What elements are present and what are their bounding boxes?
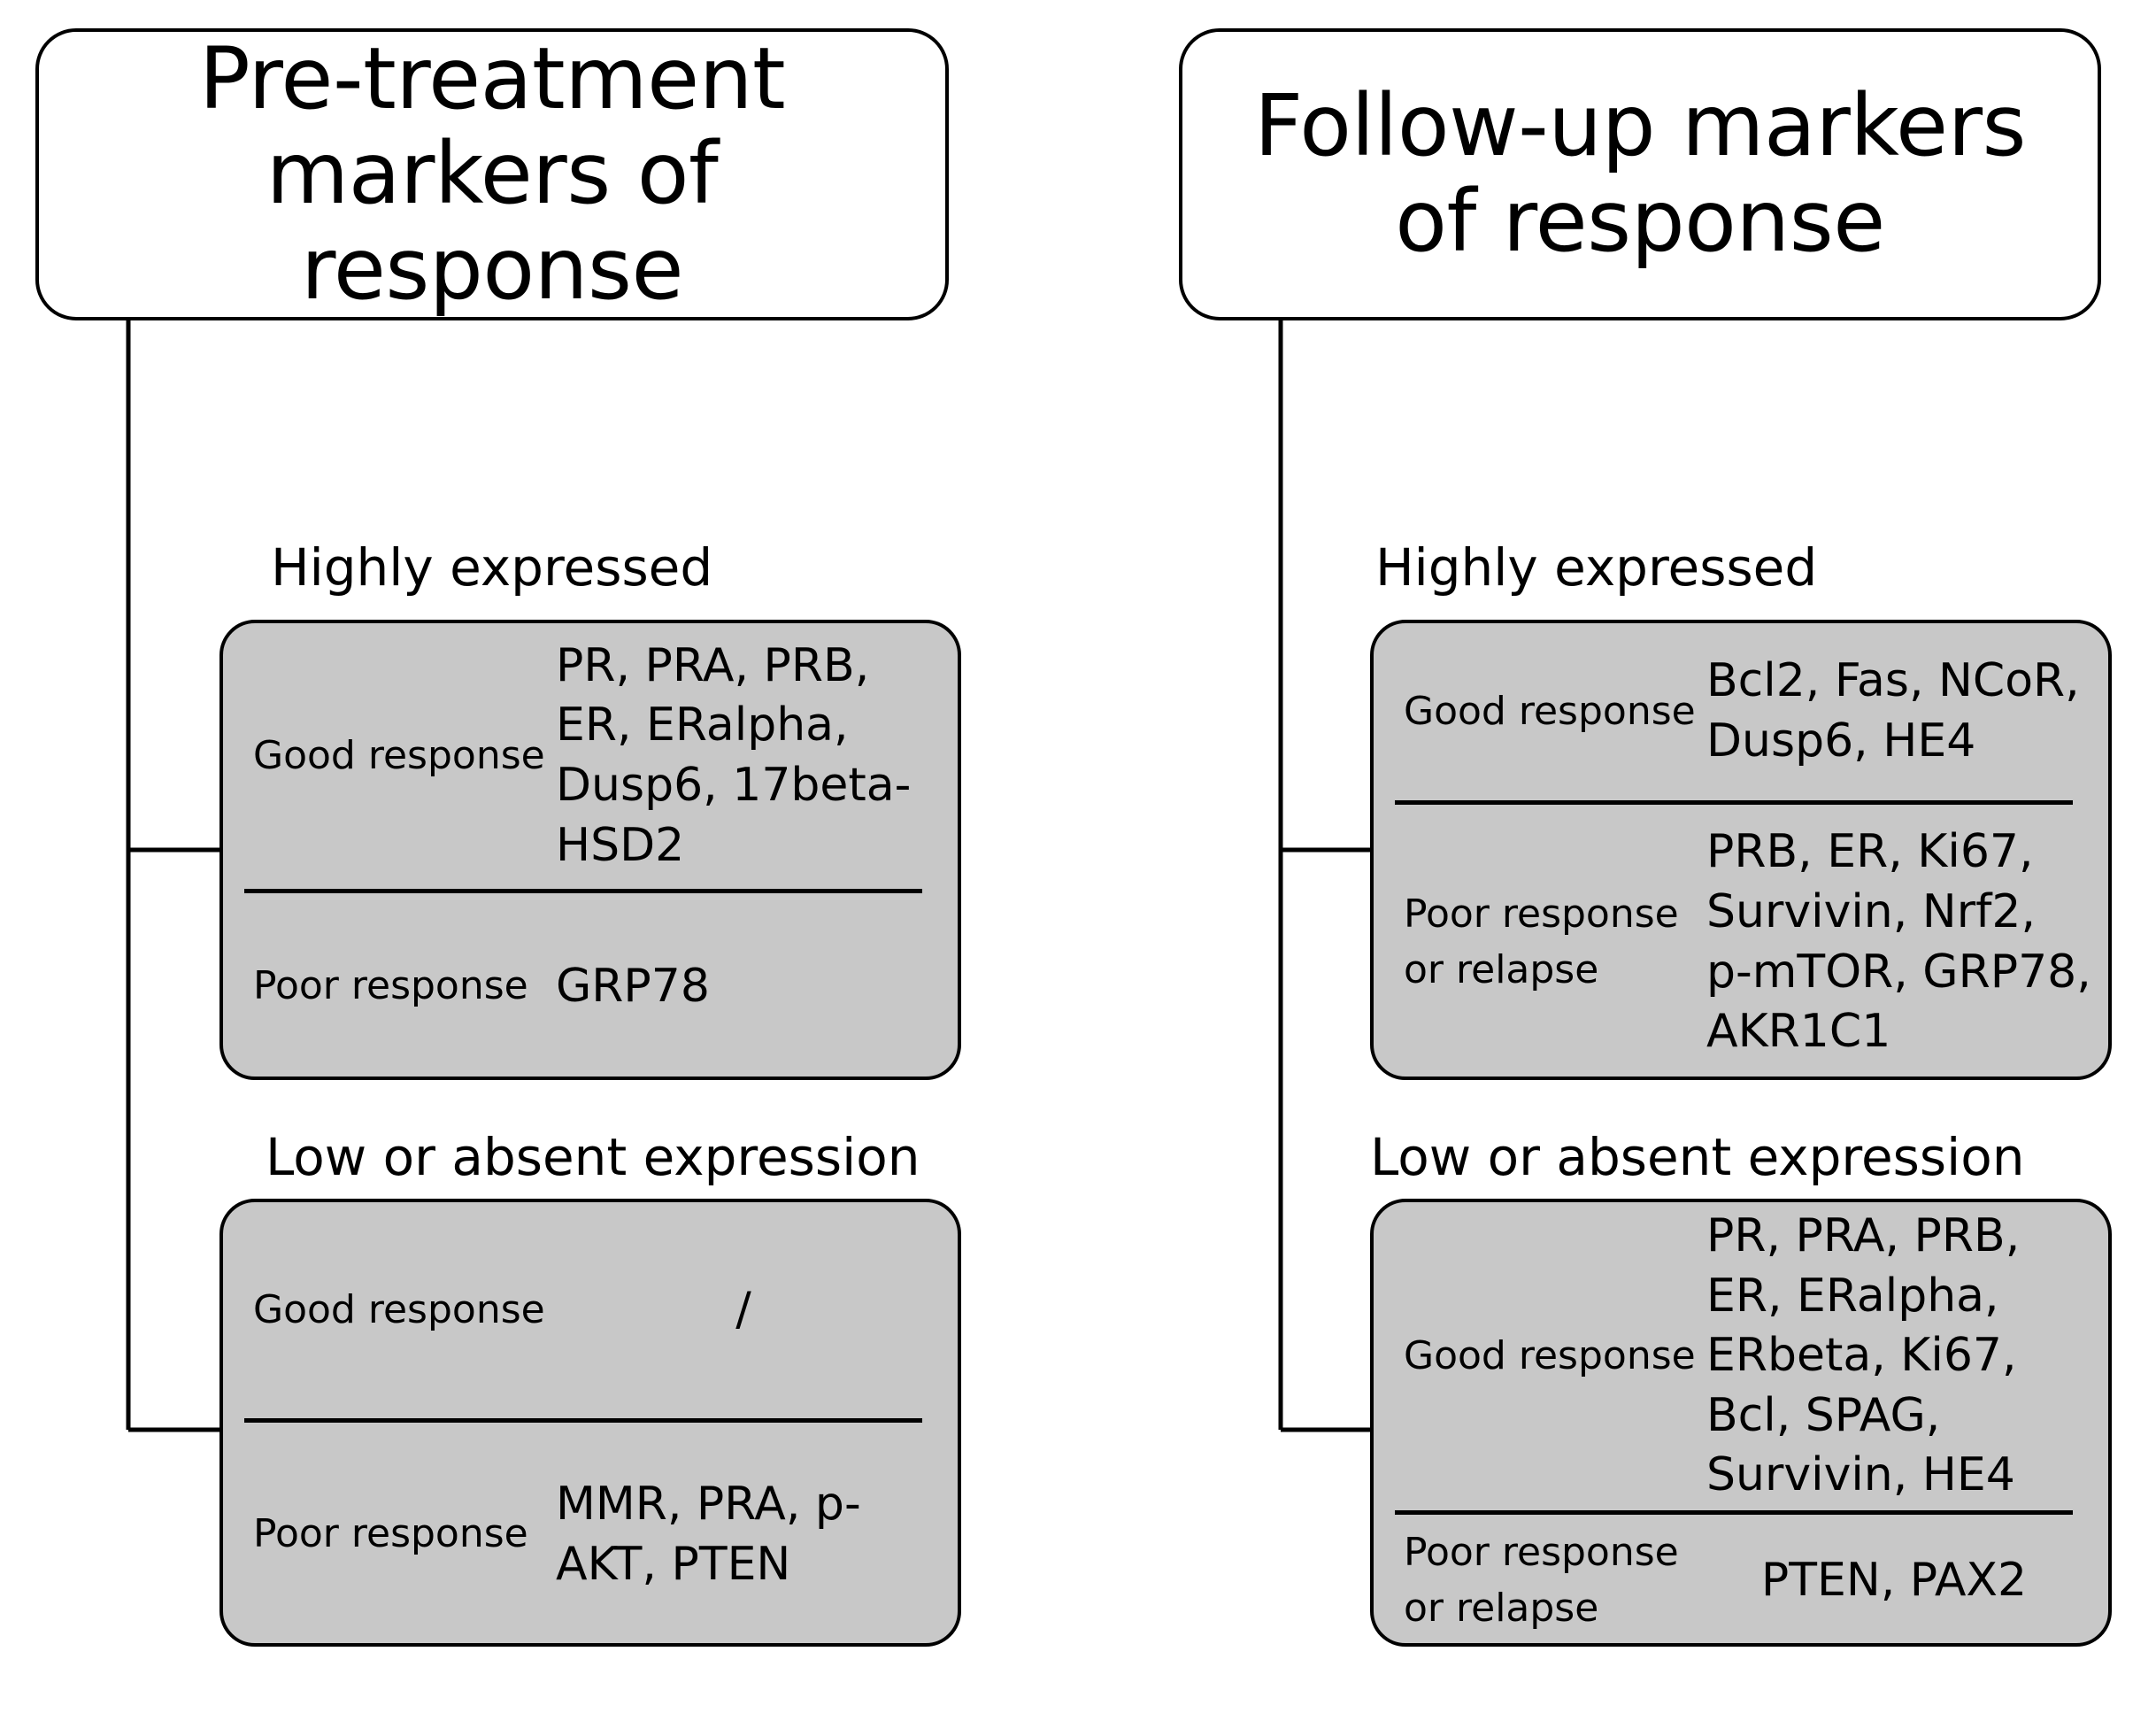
- row-label: Good response: [1404, 688, 1696, 734]
- marker-box-followup-low-or-absent: Good response PR, PRA, PRB, ER, ERalpha,…: [1370, 1199, 2112, 1647]
- section-caption-followup-low-or-absent: Low or absent expression: [1370, 1127, 2025, 1187]
- row-value: PR, PRA, PRB, ER, ERalpha, Dusp6, 17beta…: [556, 638, 912, 872]
- section-caption-pre-low-or-absent: Low or absent expression: [266, 1127, 920, 1187]
- marker-box-pre-low-or-absent: Good response / Poor response MMR, PRA, …: [219, 1199, 961, 1647]
- connector-left: [126, 320, 219, 1432]
- section-caption-pre-highly-expressed: Highly expressed: [271, 537, 713, 598]
- row-value: /: [735, 1283, 751, 1337]
- row-label: Poor response or relapse: [1404, 891, 1679, 992]
- row-divider: [1395, 800, 2073, 805]
- row-value: GRP78: [556, 959, 710, 1013]
- column-title-follow-up: Follow-up markers of response: [1179, 28, 2101, 320]
- table-row: Good response Bcl2, Fas, NCoR, Dusp6, HE…: [1374, 623, 2108, 800]
- table-row: Poor response MMR, PRA, p-AKT, PTEN: [223, 1423, 958, 1643]
- section-caption-followup-highly-expressed: Highly expressed: [1375, 537, 1818, 598]
- row-value: MMR, PRA, p-AKT, PTEN: [556, 1477, 861, 1591]
- table-row: Poor response GRP78: [223, 893, 958, 1077]
- row-label: Good response: [1404, 1332, 1696, 1378]
- table-row: Good response /: [223, 1202, 958, 1418]
- row-label: Poor response: [253, 963, 528, 1009]
- row-value: Bcl2, Fas, NCoR, Dusp6, HE4: [1706, 654, 2080, 768]
- table-row: Poor response or relapse PRB, ER, Ki67, …: [1374, 805, 2108, 1077]
- row-value: PR, PRA, PRB, ER, ERalpha, ERbeta, Ki67,…: [1706, 1209, 2021, 1502]
- connector-right: [1278, 320, 1370, 1432]
- table-row: Good response PR, PRA, PRB, ER, ERalpha,…: [223, 623, 958, 889]
- row-divider: [244, 889, 922, 893]
- row-divider: [1395, 1510, 2073, 1515]
- row-value: PTEN, PAX2: [1760, 1553, 2028, 1607]
- marker-box-pre-highly-expressed: Good response PR, PRA, PRB, ER, ERalpha,…: [219, 620, 961, 1080]
- row-label: Good response: [253, 1286, 545, 1332]
- row-label: Poor response or relapse: [1404, 1530, 1679, 1631]
- marker-box-followup-highly-expressed: Good response Bcl2, Fas, NCoR, Dusp6, HE…: [1370, 620, 2112, 1080]
- table-row: Good response PR, PRA, PRB, ER, ERalpha,…: [1374, 1202, 2108, 1510]
- row-divider: [244, 1418, 922, 1423]
- table-row: Poor response or relapse PTEN, PAX2: [1374, 1515, 2108, 1643]
- row-label: Poor response: [253, 1511, 528, 1557]
- column-title-pre-treatment: Pre-treatment markers of response: [35, 28, 949, 320]
- row-label: Good response: [253, 732, 545, 778]
- row-value: PRB, ER, Ki67, Survivin, Nrf2, p-mTOR, G…: [1706, 825, 2091, 1059]
